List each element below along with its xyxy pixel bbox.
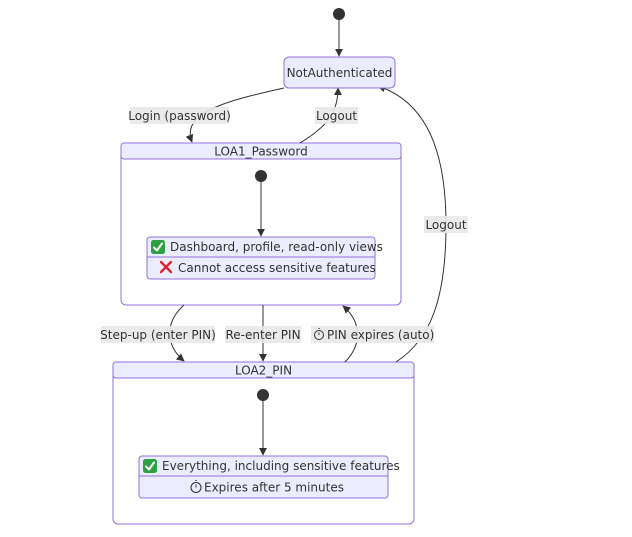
loa2-title: LOA2_PIN (235, 364, 292, 378)
svg-text:Logout: Logout (425, 218, 466, 232)
loa1-line2: Cannot access sensitive features (178, 261, 376, 275)
svg-text:Step-up (enter PIN): Step-up (enter PIN) (100, 328, 216, 342)
stopwatch-icon (314, 328, 324, 340)
start-state-dot (333, 8, 345, 20)
loa1-start-dot (255, 170, 267, 182)
check-mark-icon (151, 240, 165, 254)
loa2-start-dot (257, 389, 269, 401)
check-mark-icon (143, 459, 157, 473)
cross-mark-icon (159, 260, 173, 274)
loa1-title: LOA1_Password (214, 145, 307, 159)
loa2-line2: Expires after 5 minutes (204, 481, 344, 495)
svg-text:Re-enter PIN: Re-enter PIN (225, 328, 300, 342)
label-login: Login (password) (128, 107, 231, 124)
state-not-authenticated: NotAuthenticated (283, 56, 396, 89)
svg-text:Logout: Logout (316, 109, 357, 123)
label-logout-loa1: Logout (315, 107, 358, 124)
loa1-line1: Dashboard, profile, read-only views (170, 240, 383, 254)
svg-text:PIN expires (auto): PIN expires (auto) (327, 328, 434, 342)
loa2-line1: Everything, including sensitive features (162, 459, 400, 473)
label-logout-loa2: Logout (424, 216, 468, 233)
label-step-up: Step-up (enter PIN) (100, 326, 216, 343)
stopwatch-icon (190, 480, 202, 494)
label-pin-expires: PIN expires (auto) (311, 326, 434, 343)
loa1-inner-state: Dashboard, profile, read-only views Cann… (146, 236, 383, 280)
loa2-inner-state: Everything, including sensitive features… (138, 455, 400, 499)
svg-text:Login (password): Login (password) (128, 109, 231, 123)
not-authenticated-label: NotAuthenticated (287, 66, 393, 80)
label-re-enter-pin: Re-enter PIN (225, 326, 301, 343)
